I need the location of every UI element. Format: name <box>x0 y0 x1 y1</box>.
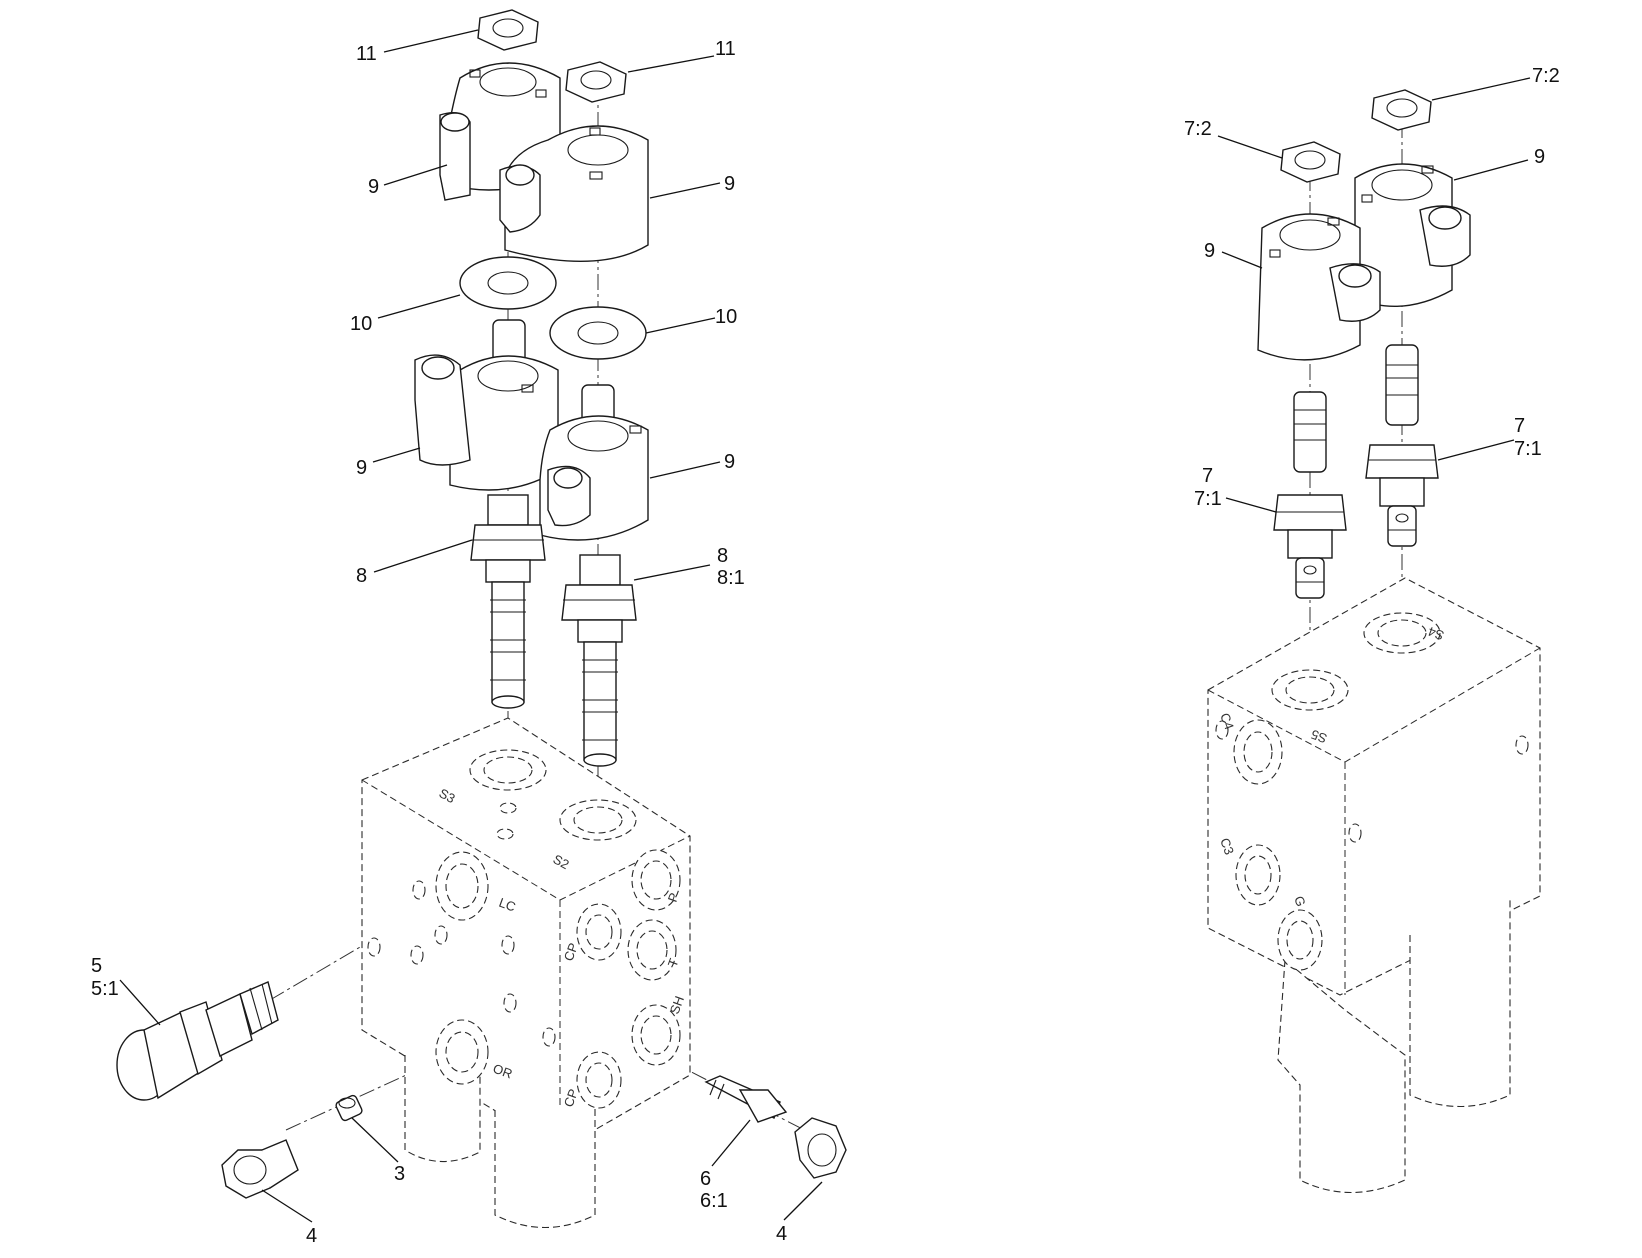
callout-10-left: 10 <box>350 313 372 335</box>
leader-9e <box>1453 159 1529 181</box>
port-mark-lc: LC <box>497 895 518 915</box>
set-screw <box>335 1094 363 1122</box>
callout-8-right-line1: 8 <box>717 545 728 567</box>
leader-9d <box>649 461 721 479</box>
callout-3: 3 <box>394 1163 405 1185</box>
callout-72-left: 7:2 <box>1184 118 1212 140</box>
port-mark-c4: C4 <box>1217 711 1237 732</box>
callout-9-right-rear: 9 <box>1534 146 1545 168</box>
port-mark-s5: S5 <box>1309 727 1329 747</box>
leader-9f <box>1221 251 1263 269</box>
cartridge-valve-left <box>470 494 546 709</box>
leader-4a <box>261 1189 313 1223</box>
check-valve <box>704 1075 788 1123</box>
leader-72a <box>1431 77 1531 101</box>
solenoid-coil-right-front <box>1257 213 1381 361</box>
callout-5-line1: 5 <box>91 955 102 977</box>
callout-7-front-line2: 7:1 <box>1194 488 1222 510</box>
callout-9-right-front: 9 <box>1204 240 1215 262</box>
port-mark-sh: SH <box>667 994 687 1016</box>
leader-72b <box>1217 135 1283 159</box>
leader-8a <box>373 539 473 573</box>
hex-nut-right-b <box>1371 89 1432 131</box>
hex-nut-right-a <box>1280 141 1341 183</box>
manifold-block-right <box>1207 577 1541 1193</box>
plug-right <box>794 1117 847 1179</box>
callout-9-lower-left: 9 <box>356 457 367 479</box>
callout-5-line2: 5:1 <box>91 978 119 1000</box>
leader-6 <box>711 1119 751 1167</box>
callout-6-line1: 6 <box>700 1168 711 1190</box>
washer-right <box>549 306 647 360</box>
callout-7-rear-line1: 7 <box>1514 415 1525 437</box>
callout-9-lower-right: 9 <box>724 451 735 473</box>
port-mark-c3: C3 <box>1217 836 1237 857</box>
leader-9a <box>383 164 448 186</box>
callout-7-front-line1: 7 <box>1202 465 1213 487</box>
solenoid-coil-lower-left <box>414 319 559 491</box>
solenoid-coil-upper-right <box>499 125 649 263</box>
hex-nut-left-a <box>477 9 539 51</box>
leader-7a <box>1437 439 1515 461</box>
callout-10-right: 10 <box>715 306 737 328</box>
cartridge-valve-right <box>561 554 637 767</box>
port-mark-s4: S4 <box>1426 624 1446 644</box>
washer-left <box>459 256 557 310</box>
leader-7b <box>1225 497 1277 513</box>
callout-7-rear-line2: 7:1 <box>1514 438 1542 460</box>
leader-8b <box>633 564 711 581</box>
left-assembly: S3 S2 LC P CP T SH OR CP <box>91 9 847 1247</box>
callout-6-line2: 6:1 <box>700 1190 728 1212</box>
port-mark-cp-lower: CP <box>561 1087 581 1109</box>
cartridge-valve-right-rear <box>1365 344 1439 547</box>
relief-valve <box>116 981 279 1101</box>
callout-8-left: 8 <box>356 565 367 587</box>
plug-left <box>221 1139 299 1199</box>
port-mark-g: G <box>1291 894 1309 909</box>
leader-10a <box>377 294 461 319</box>
cartridge-valve-right-front <box>1273 391 1347 599</box>
callout-8-right-line2: 8:1 <box>717 567 745 589</box>
port-mark-cp-upper: CP <box>561 941 581 963</box>
callout-9-upper-right: 9 <box>724 173 735 195</box>
solenoid-coil-lower-right <box>539 384 649 541</box>
callout-11-upper-right: 11 <box>715 38 736 60</box>
port-mark-s3: S3 <box>437 785 458 806</box>
manifold-block-left <box>361 717 691 1228</box>
hex-nut-left-b <box>565 61 627 103</box>
leader-11b <box>627 55 715 73</box>
leader-3 <box>351 1117 399 1163</box>
leader-9b <box>649 182 721 199</box>
leader-4b <box>783 1181 823 1221</box>
leader-10b <box>645 317 716 334</box>
callout-72-right: 7:2 <box>1532 65 1560 87</box>
callout-9-upper-left: 9 <box>368 176 379 198</box>
leader-5 <box>119 979 161 1026</box>
leader-11a <box>383 29 479 53</box>
port-mark-s2: S2 <box>551 851 572 872</box>
port-mark-or: OR <box>491 1061 514 1082</box>
callout-11-upper-left: 11 <box>356 43 377 65</box>
callout-4-right: 4 <box>776 1223 787 1245</box>
right-assembly: S4 S5 C4 C3 G <box>1184 65 1560 1193</box>
callout-4-left: 4 <box>306 1225 317 1247</box>
leader-9c <box>372 447 421 463</box>
